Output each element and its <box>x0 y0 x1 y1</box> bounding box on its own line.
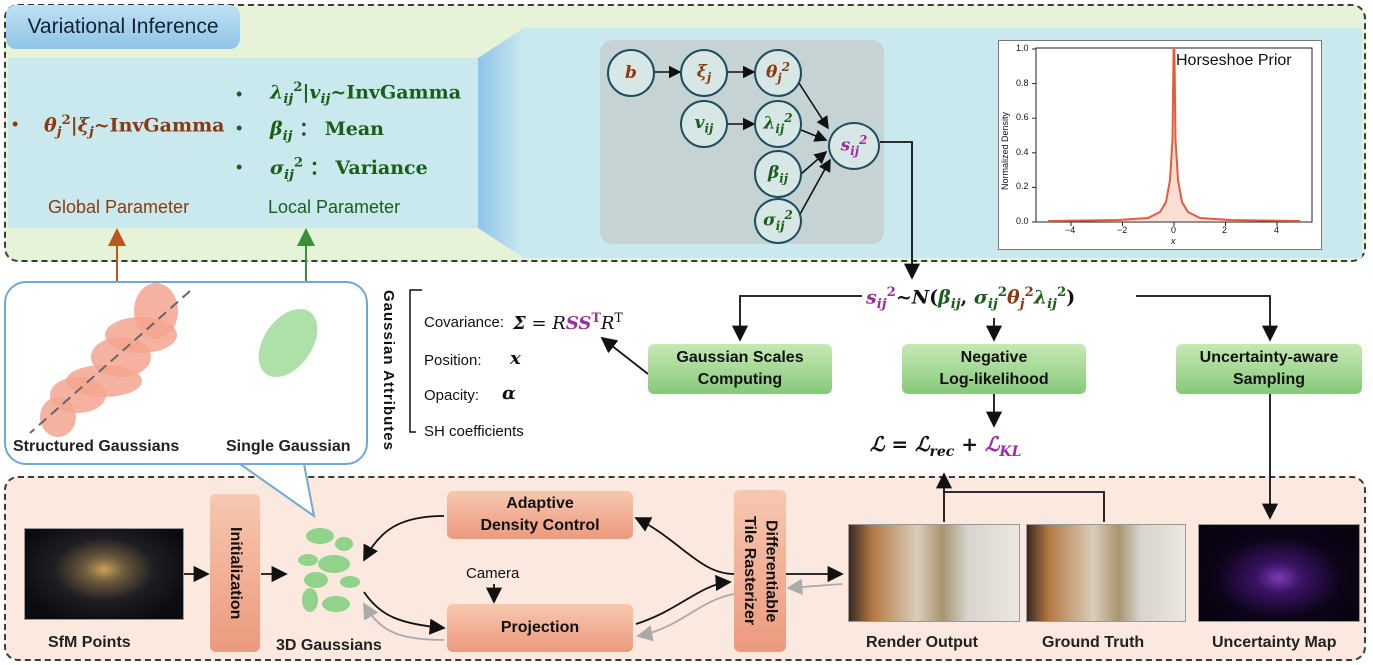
uncertainty-map-label: Uncertainty Map <box>1212 634 1337 651</box>
horseshoe-chart <box>1032 47 1313 226</box>
opacity-label: Opacity: <box>424 387 480 404</box>
structured-gaussians-label: Structured Gaussians <box>13 438 180 455</box>
plot-xtick-m2: −2 <box>1117 225 1128 235</box>
graph-edges <box>653 65 831 217</box>
global-bullet-dot: • <box>12 114 19 134</box>
render-output-label: Render Output <box>866 634 978 651</box>
node-v: vij <box>680 100 728 148</box>
node-b: b <box>607 49 655 97</box>
plot-xtick-4: 4 <box>1274 225 1280 235</box>
local-bullet-dot-1: • <box>236 84 243 104</box>
plot-ytick-02: 0.2 <box>1016 181 1029 191</box>
single-gaussian-label: Single Gaussian <box>226 438 351 455</box>
plot-xlabel: x <box>1171 236 1176 246</box>
position-label: Position: <box>424 352 482 369</box>
ground-truth-label: Ground Truth <box>1042 634 1145 651</box>
differentiable-tile-rasterizer-box: Differentiable Tile Rasterizer <box>734 490 786 652</box>
local-bullet-dot-3: • <box>236 157 243 177</box>
zoom-connector <box>478 28 524 258</box>
scale-distribution-formula: sij2~N(βij, σij2θj2λij2) <box>866 285 1076 313</box>
parameters-area <box>8 58 478 228</box>
local-prior-formula: λij2|vij~InvGamma <box>270 80 462 108</box>
plot-xtick-m4: −4 <box>1065 225 1076 235</box>
gaussian-scales-computing-box: Gaussian Scales Computing <box>648 344 832 394</box>
render-output-image <box>848 524 1020 622</box>
3d-gaussians-illustration <box>298 528 360 612</box>
node-xi: ξj <box>680 49 728 97</box>
node-lambda: λij2 <box>754 100 802 148</box>
projection-box: Projection <box>447 604 633 652</box>
covariance-formula: Σ = RSSTRT <box>513 310 623 334</box>
plot-ytick-04: 0.4 <box>1016 147 1029 157</box>
plot-ytick-08: 0.8 <box>1016 78 1029 88</box>
node-sigma: σij2 <box>754 198 802 244</box>
loss-formula: ℒ = ℒrec + ℒKL <box>870 432 1022 460</box>
mean-formula: βij ： Mean <box>270 118 384 144</box>
callout-tail <box>240 463 316 519</box>
gaussian-attributes-title: Gaussian Attributes <box>380 290 397 451</box>
node-s: sij2 <box>828 122 880 170</box>
sfm-points-image <box>24 528 184 620</box>
node-beta: βij <box>754 150 802 198</box>
global-parameter-label: Global Parameter <box>48 197 190 217</box>
position-symbol: x <box>510 348 521 369</box>
covariance-label: Covariance: <box>424 314 505 331</box>
variance-formula: σij2 ： Variance <box>270 155 428 183</box>
plot-title: Horseshoe Prior <box>1176 52 1292 69</box>
structured-gaussians-illustration <box>29 283 318 437</box>
local-bullet-dot-2: • <box>236 118 243 138</box>
section-title: Variational Inference <box>6 5 240 49</box>
camera-label: Camera <box>466 565 520 582</box>
node-theta: θj2 <box>754 49 802 97</box>
uncertainty-map-image <box>1198 524 1360 622</box>
plot-xtick-0: 0 <box>1171 225 1177 235</box>
plot-ytick-1: 1.0 <box>1016 43 1029 53</box>
local-parameter-label: Local Parameter <box>268 197 401 217</box>
uncertainty-aware-sampling-box: Uncertainty-aware Sampling <box>1176 344 1362 394</box>
opacity-symbol: α <box>502 383 516 404</box>
plot-xtick-2: 2 <box>1222 225 1228 235</box>
global-prior-formula: θj2|ξj~InvGamma <box>44 113 225 141</box>
adaptive-density-control-box: Adaptive Density Control <box>447 491 633 539</box>
plot-ytick-06: 0.6 <box>1016 112 1029 122</box>
sfm-points-label: SfM Points <box>48 634 131 651</box>
plot-ytick-0: 0.0 <box>1016 216 1029 226</box>
sh-coefficients-label: SH coefficients <box>424 423 524 440</box>
initialization-box: Initialization <box>210 494 260 652</box>
3d-gaussians-label: 3D Gaussians <box>276 637 382 654</box>
negative-log-likelihood-box: Negative Log-likelihood <box>902 344 1086 394</box>
ground-truth-image <box>1026 524 1186 622</box>
